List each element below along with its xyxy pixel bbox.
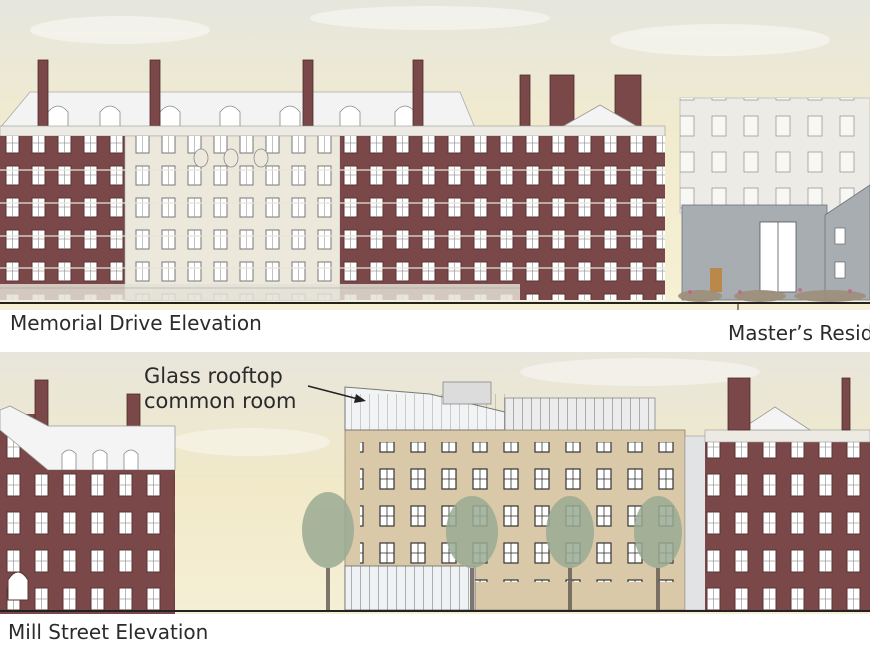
masters-residence-grey: [681, 204, 828, 301]
tree-icon: [634, 496, 682, 610]
annotation-line-2: common room: [144, 389, 297, 413]
tree-icon: [446, 496, 498, 610]
memorial-drive-elevation-drawing: [0, 0, 870, 310]
annotation-arrow-icon: [307, 385, 366, 403]
masters-residence-label: Master’s Resid: [728, 321, 870, 345]
tree-icon: [546, 496, 594, 610]
memorial-drive-svg: [0, 0, 870, 310]
mill-street-elevation-drawing: [0, 352, 870, 614]
masters-bracket: [737, 303, 739, 310]
mill-street-svg: [0, 352, 870, 614]
tree-icon: [302, 492, 354, 610]
mill-street-elevation-label: Mill Street Elevation: [8, 620, 209, 644]
annotation-line-1: Glass rooftop: [144, 364, 283, 388]
memorial-drive-elevation-label: Memorial Drive Elevation: [10, 311, 262, 335]
main-roof: [0, 91, 476, 129]
glass-rooftop-annotation: Glass rooftop common room: [144, 364, 296, 414]
